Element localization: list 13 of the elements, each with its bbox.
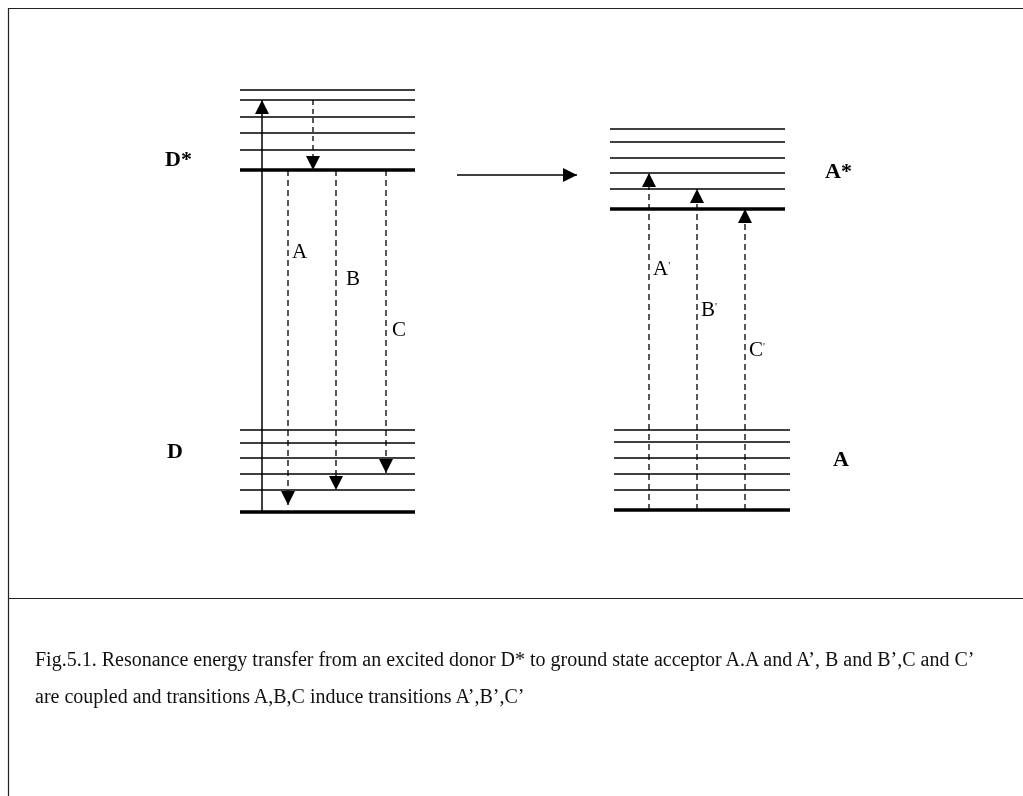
transition-arrow bbox=[690, 188, 704, 511]
state-label: D* bbox=[165, 147, 192, 171]
state-label: A* bbox=[825, 159, 852, 183]
transition-arrow bbox=[255, 99, 269, 513]
transition-arrow bbox=[738, 208, 752, 511]
state-label: A bbox=[833, 447, 849, 471]
state-label: D bbox=[167, 439, 183, 463]
transition-arrow bbox=[329, 169, 343, 491]
transfer-arrow bbox=[456, 168, 578, 182]
transition-arrow bbox=[642, 172, 656, 511]
transition-arrow bbox=[281, 169, 295, 506]
figure-caption: Fig.5.1. Resonance energy transfer from an excited donor D* to ground state acceptor A.A and A’, B and B’,C and C’ are coupled and transitions A,B,C induce transitions A’,B’,C’ bbox=[35, 647, 974, 710]
transition-arrow bbox=[379, 169, 393, 474]
